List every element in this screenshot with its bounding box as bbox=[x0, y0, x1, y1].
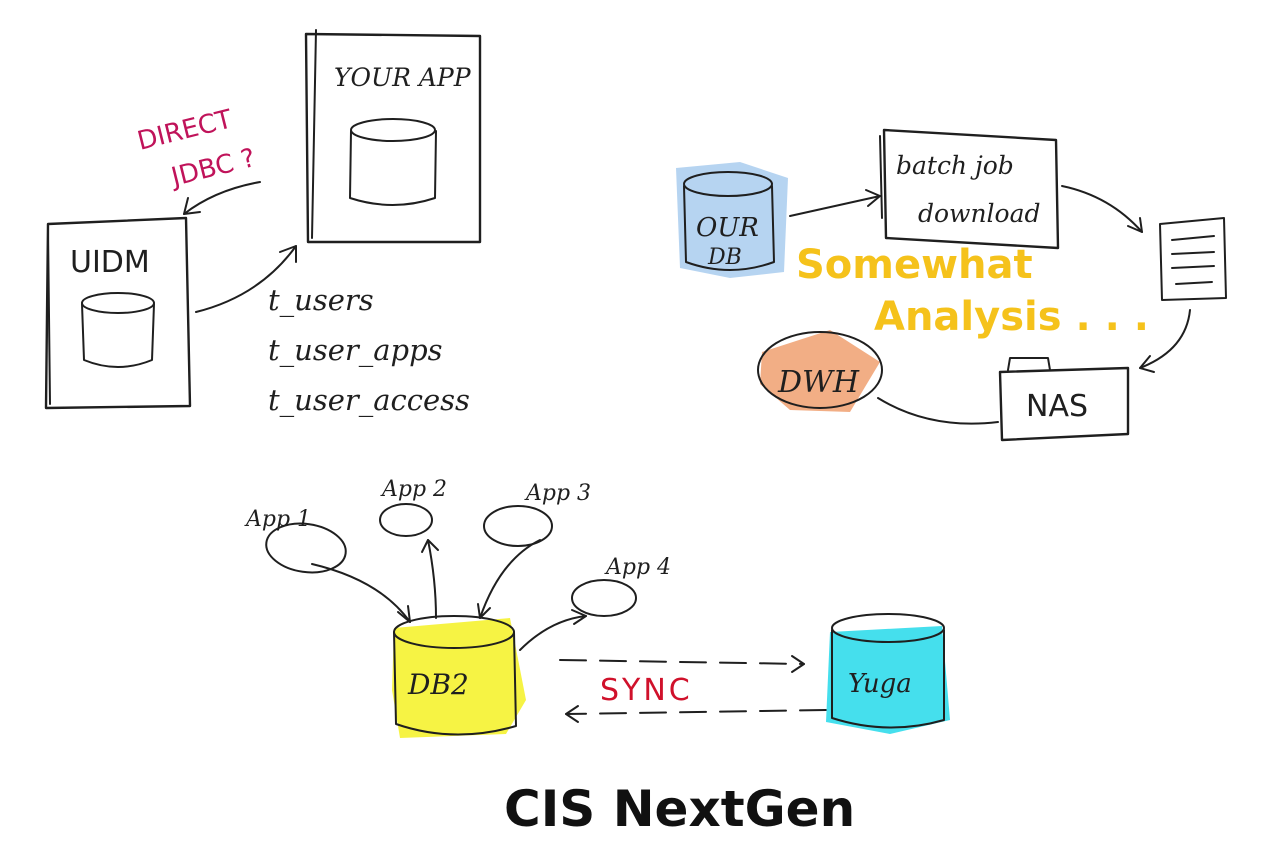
dwh-nas-link bbox=[877, 397, 999, 425]
uidm-label: UIDM bbox=[70, 245, 150, 280]
file-to-nas-arrow bbox=[1139, 309, 1191, 373]
dwh-node: DWH bbox=[757, 330, 883, 412]
your-app-cylinder-icon bbox=[349, 118, 437, 206]
analysis-note-line1: Somewhat bbox=[796, 242, 1033, 288]
batch-job-box: batch job download bbox=[879, 128, 1060, 250]
direct-jdbc-line1: DIRECT bbox=[134, 104, 235, 156]
app-2-label: App 2 bbox=[380, 477, 447, 502]
your-app-box: YOUR APP bbox=[304, 29, 482, 244]
uidm-box: UIDM bbox=[44, 216, 192, 410]
our-db-label-line2: DB bbox=[707, 245, 742, 270]
analysis-note-line2: Analysis . . . bbox=[874, 294, 1149, 340]
uidm-cylinder-icon bbox=[81, 292, 155, 368]
sync-label: SYNC bbox=[600, 673, 693, 708]
db2-cylinder: DB2 bbox=[392, 615, 526, 738]
ourdb-to-batch-arrow bbox=[789, 189, 881, 217]
db2-label: DB2 bbox=[407, 668, 469, 701]
app-4-label: App 4 bbox=[604, 555, 671, 580]
app-3-label: App 3 bbox=[524, 481, 591, 506]
table-name-3: t_user_access bbox=[268, 383, 470, 418]
app-node-1: App 1 bbox=[244, 507, 347, 574]
nas-label: NAS bbox=[1026, 389, 1088, 424]
batch-job-line2: download bbox=[918, 199, 1041, 228]
sync-arrows bbox=[559, 655, 827, 723]
table-name-2: t_user_apps bbox=[268, 333, 443, 368]
yuga-cylinder: Yuga bbox=[826, 613, 950, 734]
dwh-label: DWH bbox=[777, 365, 860, 400]
yuga-label: Yuga bbox=[848, 669, 912, 699]
table-name-1: t_users bbox=[268, 283, 374, 318]
uidm-to-app-arrow bbox=[195, 245, 297, 313]
jdbc-arrow bbox=[183, 181, 261, 215]
db2-app-arrows bbox=[311, 539, 587, 651]
document-icon bbox=[1159, 217, 1227, 301]
app-node-4: App 4 bbox=[571, 555, 671, 617]
app-node-3: App 3 bbox=[483, 481, 591, 547]
nas-box: NAS bbox=[998, 357, 1130, 442]
diagram-title: CIS NextGen bbox=[504, 780, 855, 838]
your-app-label: YOUR APP bbox=[334, 63, 472, 92]
app-node-2: App 2 bbox=[379, 477, 447, 537]
our-db-label-line1: OUR bbox=[696, 213, 759, 243]
batch-job-line1: batch job bbox=[896, 151, 1014, 180]
our-db-cylinder: OUR DB bbox=[676, 162, 788, 278]
batch-to-file-arrow bbox=[1061, 185, 1143, 233]
app-1-label: App 1 bbox=[244, 507, 311, 532]
